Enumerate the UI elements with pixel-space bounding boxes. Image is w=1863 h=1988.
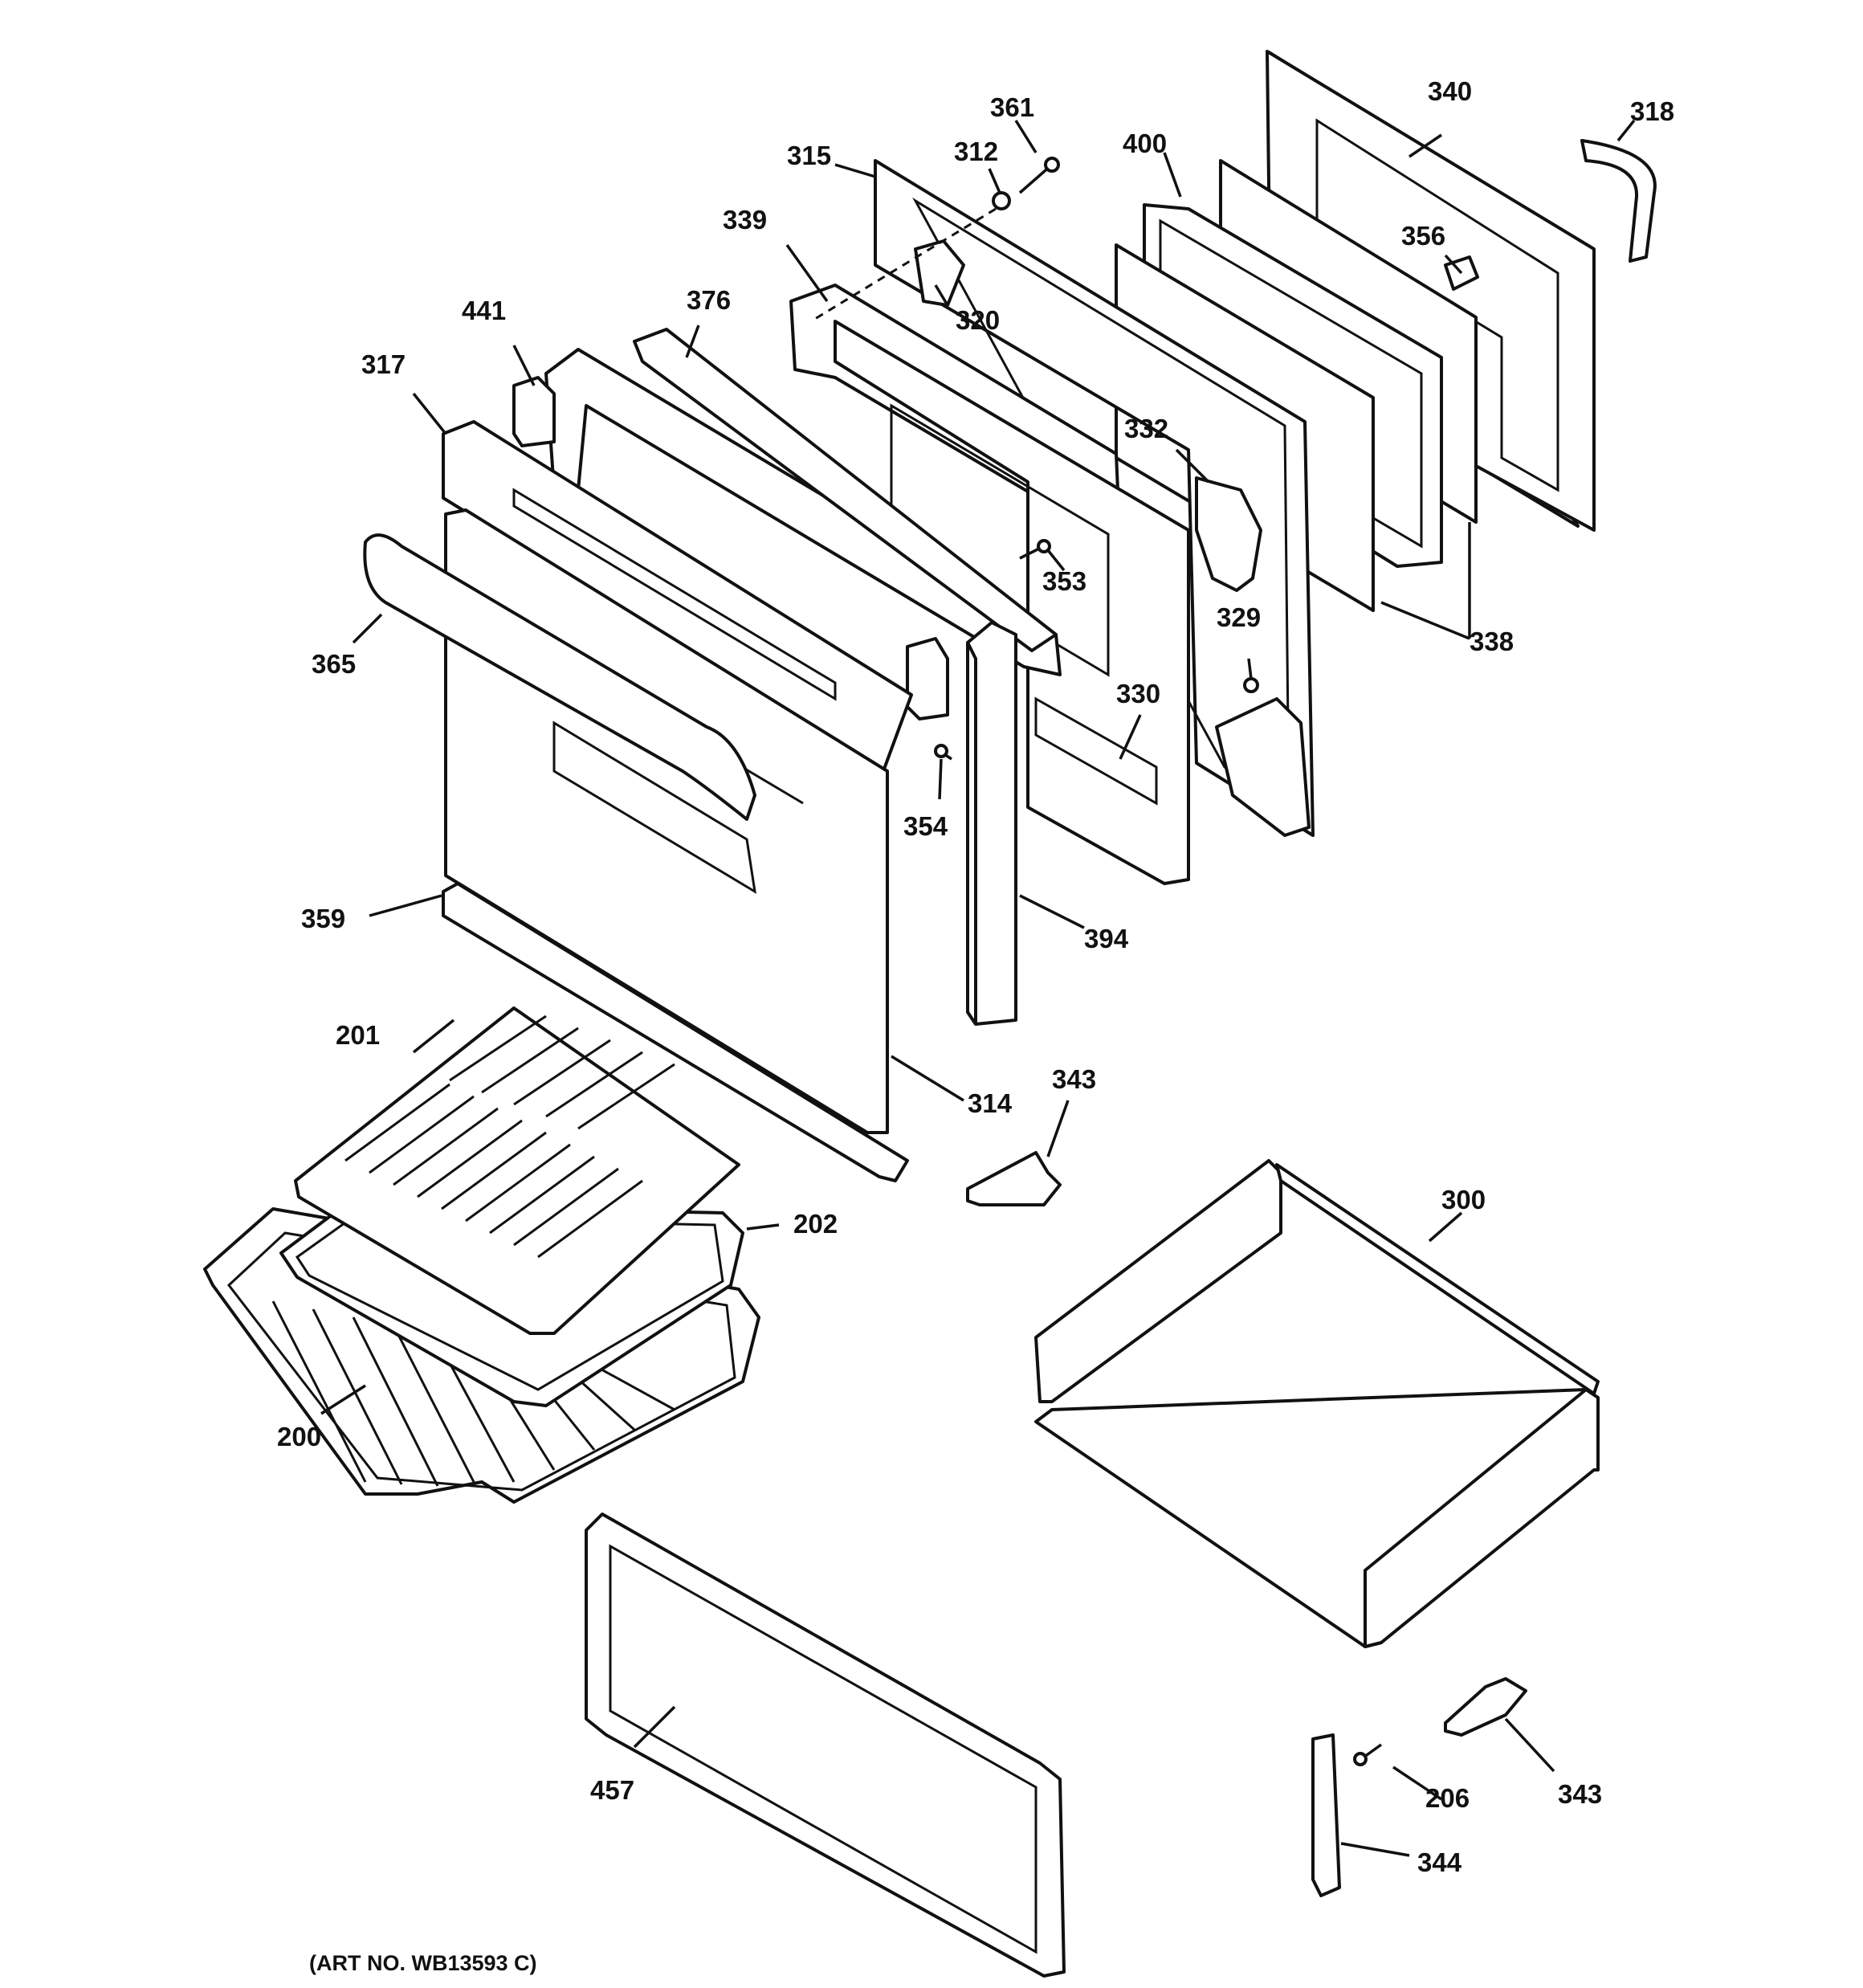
- label-200: 200: [277, 1422, 321, 1451]
- label-300: 300: [1441, 1185, 1486, 1214]
- part-354-screw: [934, 744, 952, 761]
- label-340: 340: [1428, 76, 1472, 106]
- label-312: 312: [954, 137, 998, 166]
- part-394-side-trim: [966, 621, 1017, 1026]
- label-332: 332: [1124, 414, 1168, 443]
- part-361-screw: [1018, 157, 1060, 194]
- label-330: 330: [1116, 679, 1160, 708]
- label-361: 361: [990, 92, 1034, 122]
- part-300-drawer-body: [1034, 1159, 1600, 1648]
- part-365-door-handle: [363, 533, 756, 821]
- label-344: 344: [1417, 1847, 1462, 1877]
- label-353: 353: [1042, 566, 1086, 596]
- label-318: 318: [1630, 96, 1674, 126]
- label-320: 320: [956, 305, 1000, 335]
- part-lower-hinge: [1215, 697, 1311, 837]
- part-343-drawer-roller-left: [966, 1151, 1062, 1206]
- label-441: 441: [462, 296, 506, 325]
- part-359-bottom-door-trim: [442, 882, 909, 1182]
- part-353-screw: [1019, 539, 1051, 560]
- part-318-gasket: [1580, 139, 1657, 263]
- label-359: 359: [301, 904, 345, 933]
- label-343-left: 343: [1052, 1064, 1096, 1094]
- art-number: (ART NO. WB13593 C): [309, 1951, 537, 1975]
- label-329: 329: [1217, 602, 1261, 632]
- label-339: 339: [723, 205, 767, 235]
- part-457-drawer-front: [585, 1512, 1066, 1978]
- label-315: 315: [787, 141, 831, 170]
- label-201: 201: [336, 1020, 380, 1050]
- label-356: 356: [1401, 221, 1445, 251]
- label-317: 317: [361, 349, 406, 379]
- label-343-right: 343: [1558, 1779, 1602, 1809]
- label-394: 394: [1084, 924, 1129, 953]
- label-314: 314: [968, 1088, 1013, 1118]
- label-206: 206: [1425, 1783, 1470, 1813]
- part-206-screw: [1353, 1743, 1383, 1766]
- label-338: 338: [1470, 627, 1514, 656]
- callout-labels: 361 312 315 339 376 441 317 365 359 320 …: [277, 76, 1674, 1877]
- part-376-door-frame: [544, 328, 1062, 676]
- label-457: 457: [590, 1775, 634, 1805]
- assembly-dashed-line: [810, 207, 997, 323]
- label-354: 354: [903, 811, 948, 841]
- part-312-nut: [992, 191, 1011, 210]
- part-343-drawer-roller-right: [1444, 1677, 1527, 1737]
- label-202: 202: [793, 1209, 838, 1239]
- part-344-drawer-slide: [1311, 1733, 1341, 1897]
- label-365: 365: [312, 649, 356, 679]
- label-400: 400: [1123, 129, 1167, 158]
- part-320-hinge-bracket: [914, 239, 965, 307]
- label-376: 376: [687, 285, 731, 315]
- part-441-hinge-receiver: [512, 376, 556, 447]
- part-201-broiler-grid: [294, 1006, 740, 1335]
- part-332-hinge-block: [1195, 476, 1262, 592]
- part-329-screw: [1243, 677, 1259, 693]
- part-441-hinge-receiver-right: [906, 637, 949, 720]
- leader-lines: [320, 119, 1636, 1857]
- part-330-inner-panel: [834, 320, 1190, 885]
